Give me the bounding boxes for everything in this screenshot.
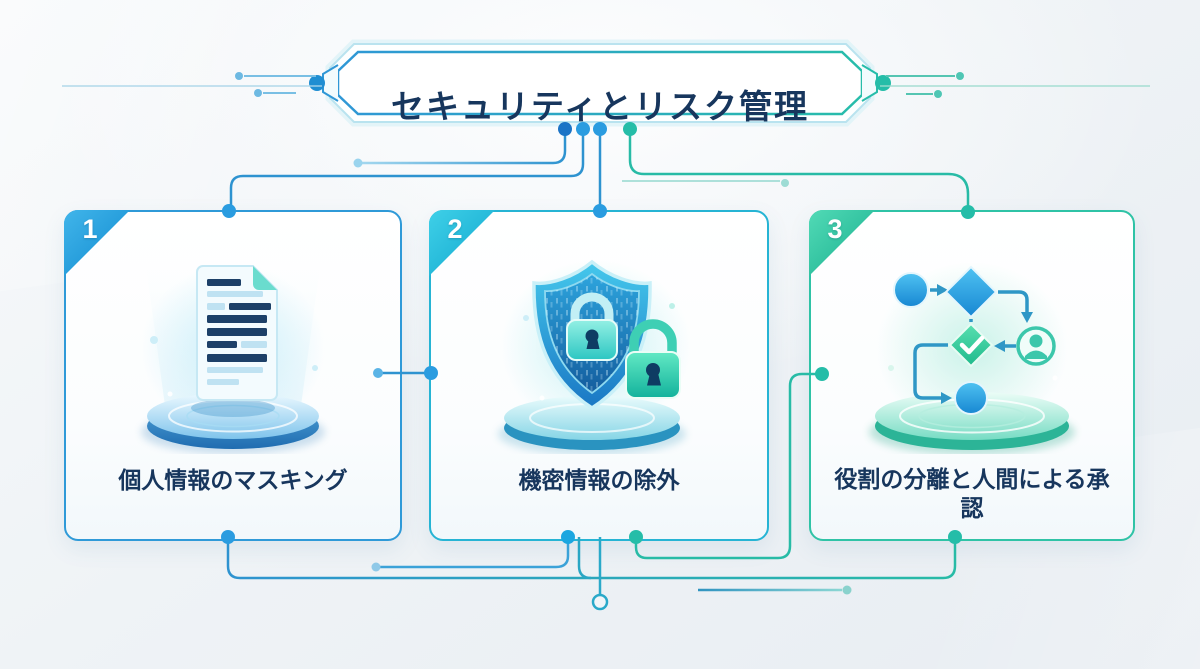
node-dot — [842, 585, 852, 595]
connector-card2-stub-left — [380, 537, 570, 569]
connector-card2-bottom-branch — [577, 537, 592, 580]
step-card-2: 2 — [429, 210, 769, 541]
sparkle — [312, 365, 318, 371]
sparkle — [523, 315, 529, 321]
workflow-start-node — [893, 272, 929, 308]
workflow-decision-node — [944, 265, 998, 319]
step-card-3: 3 — [809, 210, 1135, 541]
redacted-document-icon — [118, 248, 348, 454]
sparkle — [888, 365, 894, 371]
connector-banner-to-card3 — [628, 129, 970, 211]
workflow-end-node — [954, 381, 988, 415]
connector-card1-to-card3-bottom — [226, 537, 957, 580]
banner-right-node-dot — [875, 75, 891, 91]
step-2-label: 機密情報の除外 — [518, 467, 680, 494]
step-2-number: 2 — [447, 214, 463, 244]
workflow-arrows — [913, 288, 1029, 400]
sparkle — [167, 391, 173, 397]
approval-check-node — [948, 322, 994, 368]
page-title: セキュリティとリスク管理 — [390, 88, 810, 126]
step-1-label: 個人情報のマスキング — [118, 467, 348, 494]
approval-workflow-icon — [857, 248, 1087, 454]
banner-left-leads — [62, 72, 322, 97]
sparkle — [1052, 375, 1058, 381]
step-3-label: 役割の分離と人間による承認 — [834, 466, 1110, 522]
workflow-arrowheads — [937, 284, 1033, 404]
banner-left-node-dot — [309, 75, 325, 91]
banner-right-leads — [880, 72, 1150, 98]
step-1-number: 1 — [82, 214, 98, 244]
connector-banner-to-card1 — [229, 129, 585, 211]
step-card-1: 1 — [64, 210, 402, 541]
shield-lock-icon — [484, 248, 714, 454]
node-dot — [781, 179, 789, 187]
banner-left-tab — [322, 64, 339, 102]
sparkle — [669, 303, 675, 309]
banner-right-tab — [861, 64, 878, 102]
node-dot — [371, 562, 381, 572]
step-3-number: 3 — [827, 214, 843, 244]
node-dot — [353, 158, 363, 168]
terminal-ring — [591, 593, 609, 611]
sparkle — [150, 336, 158, 344]
human-reviewer-icon — [1016, 326, 1056, 366]
sparkle — [539, 395, 545, 401]
